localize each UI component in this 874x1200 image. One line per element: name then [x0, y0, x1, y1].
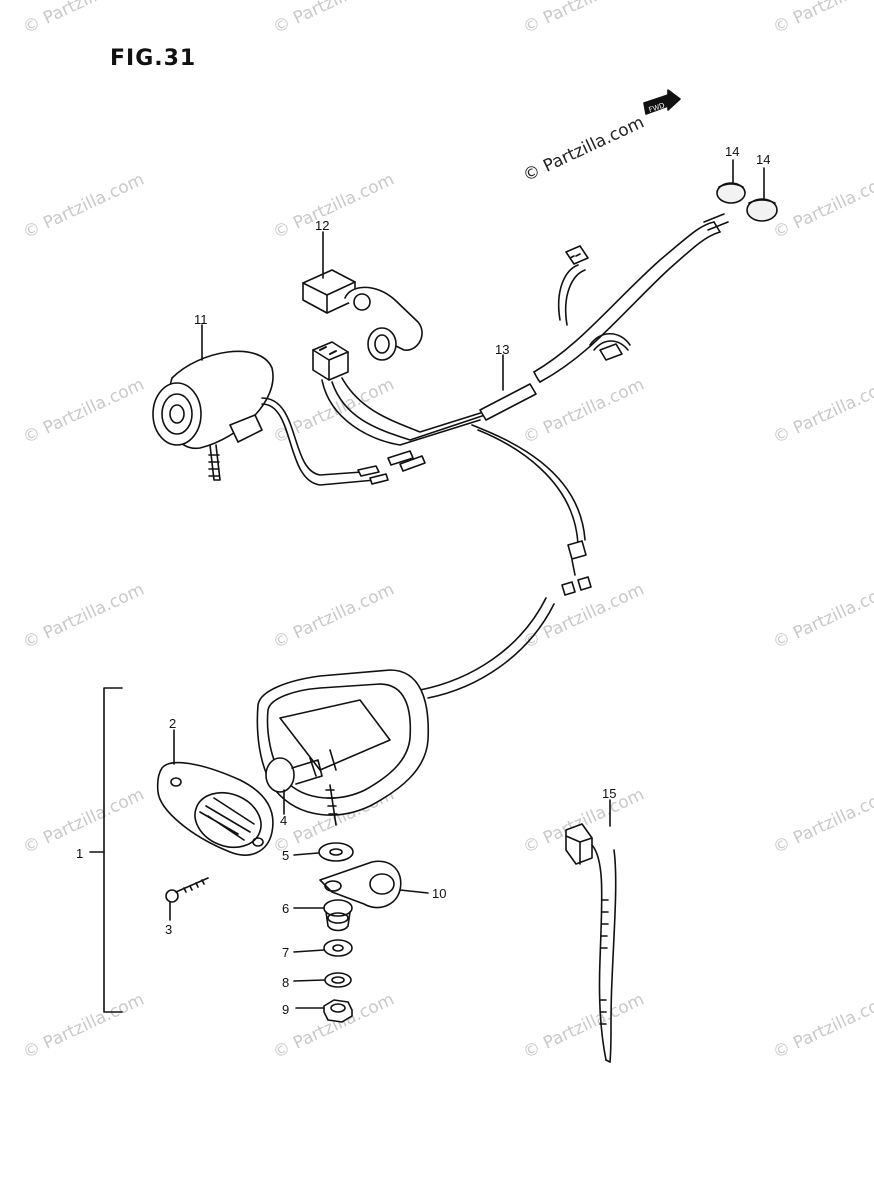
washer-part-5: [318, 842, 354, 862]
screw-part-3: [165, 877, 209, 903]
grommet-part-6: [323, 899, 353, 932]
lens-part-2: [156, 761, 274, 856]
callout-5: 5: [282, 848, 290, 863]
callout-8: 8: [282, 975, 290, 990]
callout-13: 13: [495, 342, 510, 357]
callout-4: 4: [280, 813, 288, 828]
wiring-harness-part-13: [479, 213, 729, 421]
nut-part-9: [323, 999, 353, 1023]
relay-connector: [312, 341, 349, 381]
tail-light-housing: [256, 669, 430, 816]
callout-14a: 14: [725, 144, 740, 159]
callout-2: 2: [169, 716, 177, 731]
washer-part-7: [323, 939, 353, 957]
callout-9: 9: [282, 1002, 290, 1017]
callout-12: 12: [315, 218, 330, 233]
callout-3: 3: [165, 922, 173, 937]
callout-7: 7: [282, 945, 290, 960]
cable-tie-part-15: [565, 823, 617, 1063]
callout-14b: 14: [756, 152, 771, 167]
fwd-arrow-icon: FWD: [643, 89, 681, 115]
callout-15: 15: [602, 786, 617, 801]
group-bracket: [103, 687, 123, 1013]
bulb-part-4: [265, 757, 323, 793]
relay-part-12: [302, 269, 423, 361]
grommet-part-14-a: [716, 182, 746, 204]
washer-part-8: [324, 972, 352, 988]
figure-title: FIG.31: [110, 46, 197, 71]
lamp-part-11: [152, 350, 274, 481]
grommet-part-14-b: [746, 198, 778, 222]
callout-1: 1: [76, 846, 84, 861]
callout-11: 11: [194, 312, 208, 327]
callout-10: 10: [432, 886, 447, 901]
callout-6: 6: [282, 901, 290, 916]
